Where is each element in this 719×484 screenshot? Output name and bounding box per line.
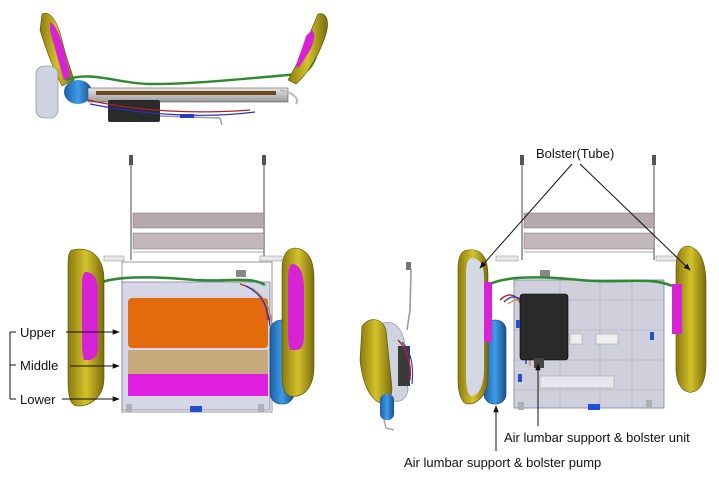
zone-callouts	[9, 329, 120, 402]
upper-bladder	[128, 298, 268, 348]
top-left-cover	[35, 65, 59, 119]
label-bolster-pump: Air lumbar support & bolster pump	[404, 455, 601, 470]
front-tube	[95, 276, 266, 287]
label-upper: Upper	[20, 325, 56, 340]
label-bolster-unit: Air lumbar support & bolster unit	[504, 430, 690, 445]
label-lower: Lower	[20, 392, 56, 407]
side-view-assembly	[359, 261, 414, 431]
top-tube	[65, 47, 320, 86]
top-left-bolster-inner	[50, 22, 70, 80]
bolster-unit	[519, 293, 569, 361]
label-middle: Middle	[20, 358, 58, 373]
top-right-bolster-inner	[296, 30, 315, 68]
rear-view-assembly	[457, 155, 707, 410]
lower-bladder	[128, 374, 268, 396]
unit-pump-callout-lines	[493, 363, 541, 451]
front-view-assembly	[67, 155, 315, 413]
front-upper-panel	[132, 212, 265, 229]
side-pump	[380, 394, 394, 420]
label-bolster-tube: Bolster(Tube)	[536, 146, 614, 161]
top-view-assembly	[35, 12, 328, 126]
bolster-callout-lines	[479, 163, 691, 271]
rear-right-bolster	[675, 245, 707, 393]
middle-bladder	[128, 350, 268, 374]
top-pump	[64, 80, 92, 104]
